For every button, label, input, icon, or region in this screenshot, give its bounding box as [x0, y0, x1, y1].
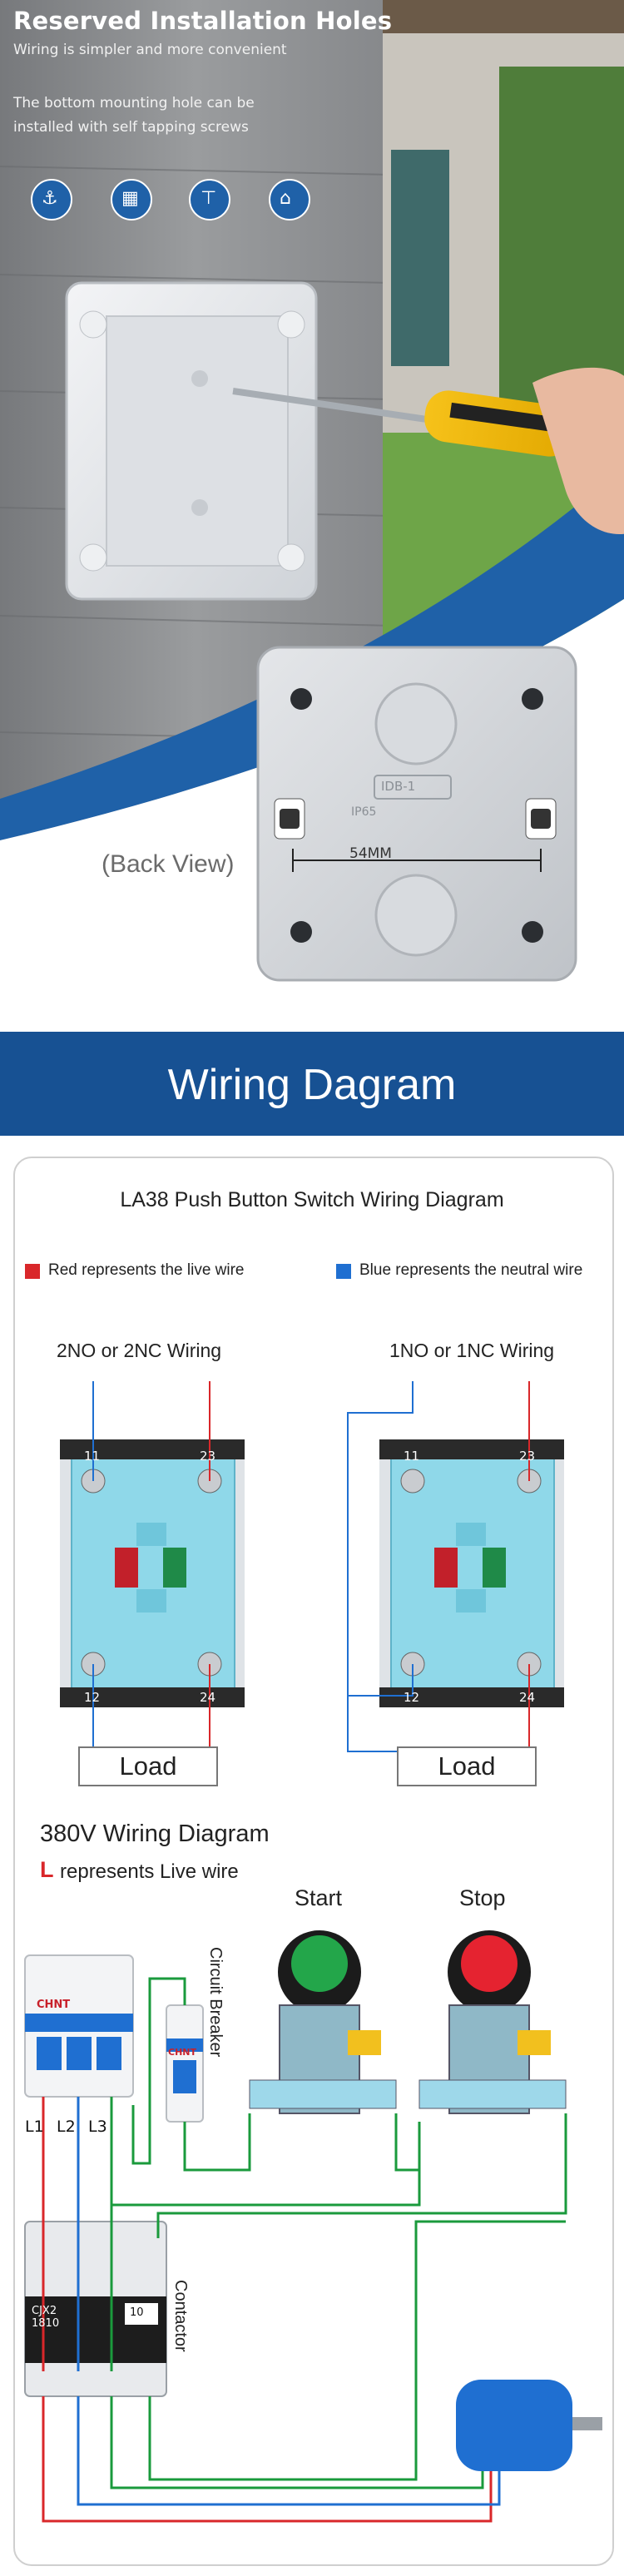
- line-l2-label: L2: [57, 2118, 76, 2136]
- banner-title: Wiring Dagram: [167, 1061, 457, 1109]
- right-switch-module: [379, 1439, 564, 1707]
- line-l1-label: L1: [25, 2118, 44, 2136]
- left-load-label: Load: [119, 1751, 177, 1781]
- start-label: Start: [295, 1885, 343, 1910]
- legend-blue-swatch: [336, 1264, 351, 1279]
- left-terminal-bottom-2: 24: [200, 1690, 216, 1705]
- right-terminal-bottom-2: 24: [519, 1690, 536, 1705]
- legend-red-text: Red represents the live wire: [48, 1261, 245, 1279]
- left-terminal-top-2: 23: [200, 1449, 216, 1464]
- anchor-icon: ⚓: [42, 188, 58, 209]
- plant-icon: ⌂: [280, 188, 291, 209]
- plate-model-mark: IDB-1: [381, 779, 416, 794]
- left-terminal-top-1: 11: [84, 1449, 101, 1464]
- switch-wiring-diagrams: [60, 1381, 564, 1786]
- contactor-model: CJX2 1810: [32, 2305, 60, 2330]
- contactor-number: 10: [130, 2306, 144, 2319]
- stop-label: Stop: [459, 1885, 506, 1910]
- v380-title: 380V Wiring Diagram: [40, 1821, 270, 1847]
- installation-illustration: [0, 0, 624, 1032]
- contactor-label: Contactor: [171, 2280, 190, 2352]
- section-title: Reserved Installation Holes: [13, 7, 393, 35]
- right-terminal-top-1: 11: [404, 1449, 420, 1464]
- left-diagram-label: 2NO or 2NC Wiring: [57, 1340, 222, 1361]
- plate-ip-mark: IP65: [351, 805, 377, 819]
- live-text: represents Live wire: [60, 1860, 239, 1883]
- circuit-breaker-label: Circuit Breaker: [206, 1947, 225, 2058]
- live-letter: L: [40, 1857, 54, 1882]
- left-terminal-bottom-1: 12: [84, 1690, 101, 1705]
- single-breaker-brand: CHNT: [168, 2047, 196, 2058]
- mounting-note: The bottom mounting hole can be installe…: [13, 95, 255, 136]
- installation-photo-section: Reserved Installation Holes Wiring is si…: [0, 0, 624, 1032]
- legend-blue-text: Blue represents the neutral wire: [359, 1261, 583, 1279]
- breaker-brand: CHNT: [37, 1999, 71, 2011]
- line-l3-label: L3: [88, 2118, 107, 2136]
- wiring-diagram-banner: Wiring Dagram: [0, 1032, 624, 1136]
- factory-icon: ▦: [121, 188, 139, 209]
- wiring-card-title: LA38 Push Button Switch Wiring Diagram: [120, 1188, 504, 1211]
- right-terminal-bottom-1: 12: [404, 1690, 420, 1705]
- right-terminal-top-2: 23: [519, 1449, 536, 1464]
- right-load-label: Load: [438, 1751, 496, 1781]
- legend-red-swatch: [25, 1264, 40, 1279]
- dimension-label: 54MM: [349, 845, 392, 862]
- left-switch-module: [60, 1439, 245, 1707]
- v380-wiring-diagram: [24, 1930, 602, 2523]
- back-view-caption: (Back View): [102, 850, 235, 878]
- right-diagram-label: 1NO or 1NC Wiring: [389, 1340, 555, 1361]
- section-subtitle: Wiring is simpler and more convenient: [13, 42, 287, 58]
- crane-icon: ⊤: [201, 188, 217, 209]
